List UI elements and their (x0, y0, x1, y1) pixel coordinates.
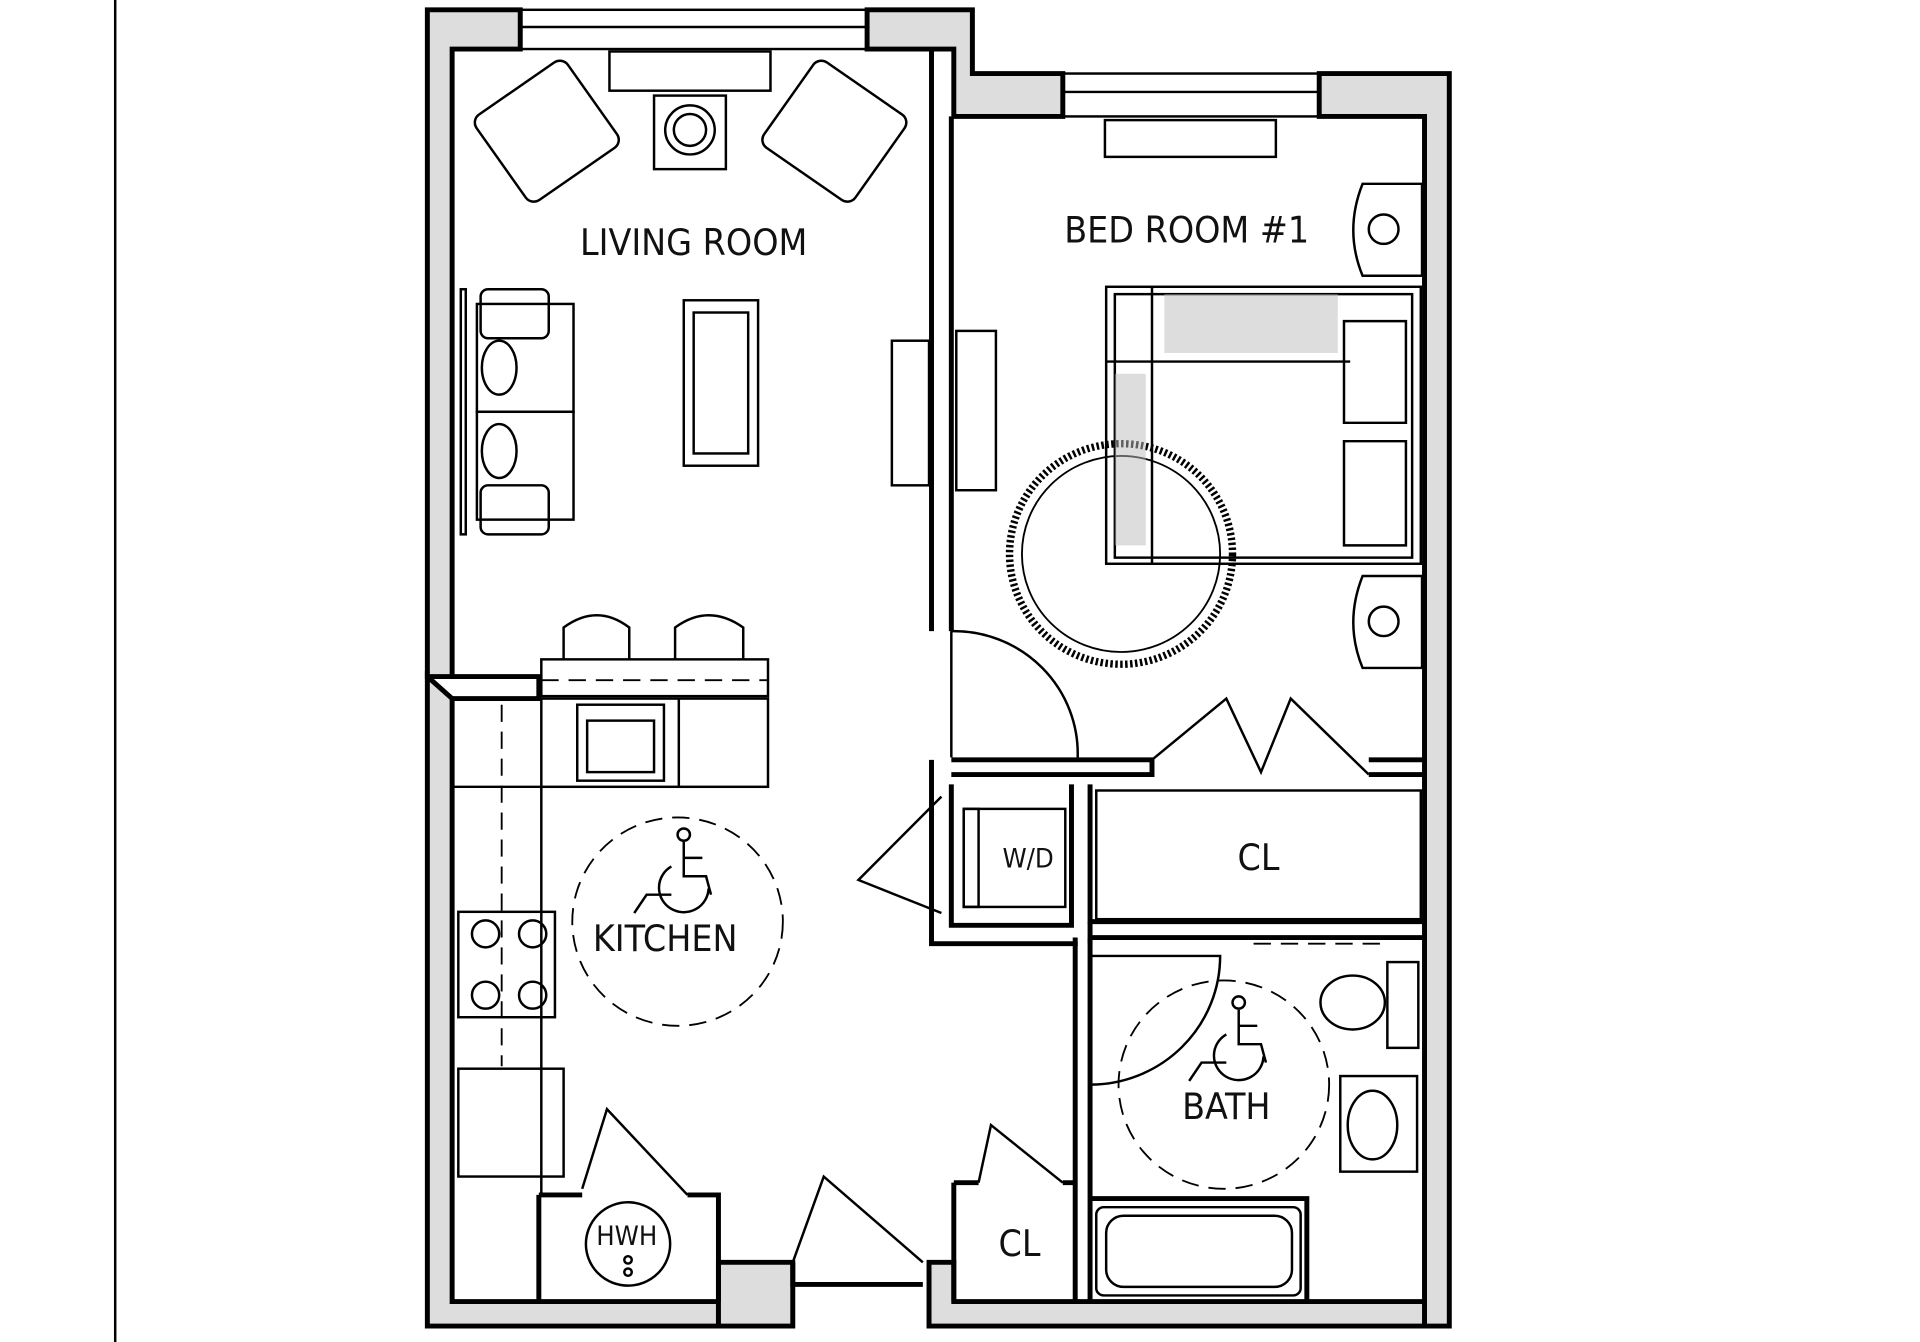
interior-walls (452, 49, 1425, 1302)
utility-fixtures (584, 789, 1423, 1297)
room-label-bedroom: BED ROOM #1 (1064, 209, 1309, 252)
exterior-walls (424, 7, 1452, 1329)
wheelchair-accessibility-icon (1188, 995, 1268, 1082)
windows (519, 8, 1321, 118)
room-label-hot-water-heater: HWH (596, 1221, 657, 1252)
room-label-bath: BATH (1182, 1085, 1270, 1128)
wheelchair-accessibility-icon (633, 827, 713, 914)
room-label-living-room: LIVING ROOM (580, 221, 807, 264)
room-label-entry-closet: CL (998, 1222, 1040, 1265)
room-label-bedroom-closet: CL (1238, 836, 1280, 879)
room-label-washer-dryer: W/D (1002, 844, 1053, 875)
living-furniture (459, 50, 998, 536)
kitchen-fixtures (452, 614, 784, 1195)
doors (581, 629, 1370, 1264)
room-label-kitchen: KITCHEN (593, 917, 738, 960)
bedroom-furniture (1005, 118, 1424, 670)
